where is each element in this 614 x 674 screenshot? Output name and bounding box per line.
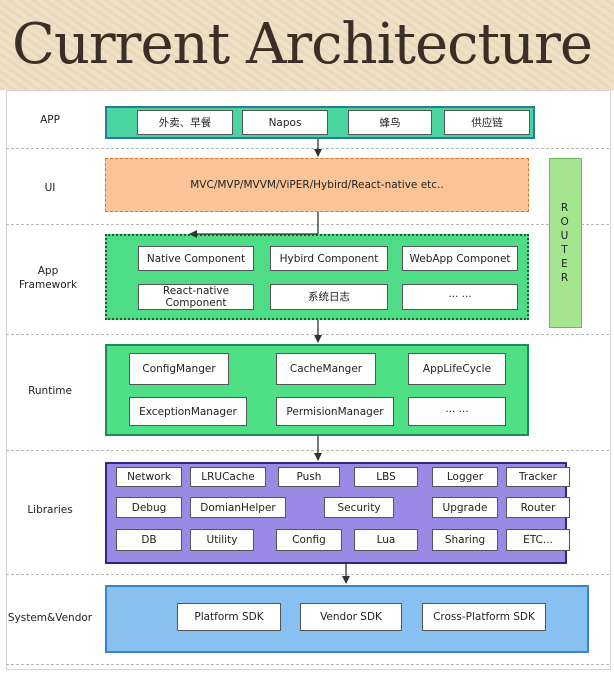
vendor-sdk-box: Vendor SDK <box>300 603 402 631</box>
library-network: Network <box>116 467 182 487</box>
layer-label-app-framework: App Framework <box>18 265 78 291</box>
layer-separator <box>6 148 609 149</box>
layer-separator <box>6 224 609 225</box>
library-router: Router <box>506 497 570 518</box>
layer-separator <box>6 664 609 665</box>
router-bar: ROUTER <box>549 158 582 328</box>
library-config: Config <box>276 529 342 551</box>
hybird-component-box: Hybird Component <box>270 246 388 271</box>
library-db: DB <box>116 529 182 551</box>
library-utility: Utility <box>190 529 254 551</box>
library-sharing: Sharing <box>432 529 498 551</box>
library-lbs: LBS <box>354 467 418 487</box>
layer-label-app: APP <box>40 114 60 126</box>
layer-separator <box>6 334 609 335</box>
library-lua: Lua <box>354 529 418 551</box>
app-lifecycle-box: AppLifeCycle <box>408 353 506 385</box>
layer-label-runtime: Runtime <box>28 385 72 397</box>
layer-separator <box>6 450 609 451</box>
layer-label-system-vendor: System&Vendor <box>7 612 93 624</box>
app-box-napos: Napos <box>242 110 328 135</box>
native-component-box: Native Component <box>138 246 254 271</box>
layer-label-libraries: Libraries <box>27 504 73 516</box>
app-box-waimai: 外卖、早餐 <box>137 110 233 135</box>
app-box-supply-chain: 供应链 <box>444 110 530 135</box>
library-logger: Logger <box>432 467 498 487</box>
framework-more-box: ··· ··· <box>402 284 518 310</box>
library-debug: Debug <box>116 497 182 518</box>
cross-platform-sdk-box: Cross-Platform SDK <box>422 603 546 631</box>
router-label: ROUTER <box>560 202 571 284</box>
library-upgrade: Upgrade <box>432 497 498 518</box>
library-domianhelper: DomianHelper <box>190 497 286 518</box>
config-manager-box: ConfigManger <box>129 353 229 385</box>
layer-label-ui: UI <box>44 182 56 194</box>
app-box-fengniao: 蜂鸟 <box>348 110 432 135</box>
cache-manager-box: CacheManger <box>276 353 376 385</box>
ui-patterns-text: MVC/MVP/MVVM/ViPER/Hybird/React-native e… <box>190 179 444 191</box>
title-banner: Current Architecture <box>0 0 614 90</box>
exception-manager-box: ExceptionManager <box>129 397 247 426</box>
permission-manager-box: PermisionManager <box>276 397 394 426</box>
library-security: Security <box>324 497 394 518</box>
runtime-more-box: ··· ··· <box>408 397 506 426</box>
webapp-component-box: WebApp Componet <box>402 246 518 271</box>
library-tracker: Tracker <box>506 467 570 487</box>
page-title: Current Architecture <box>12 12 593 77</box>
library-lrucache: LRUCache <box>190 467 266 487</box>
system-log-box: 系统日志 <box>270 284 388 310</box>
ui-layer <box>105 158 529 212</box>
library-push: Push <box>278 467 340 487</box>
react-native-component-box: React-native Component <box>138 284 254 310</box>
library-etc: ETC... <box>506 529 570 551</box>
layer-separator <box>6 574 609 575</box>
platform-sdk-box: Platform SDK <box>177 603 281 631</box>
